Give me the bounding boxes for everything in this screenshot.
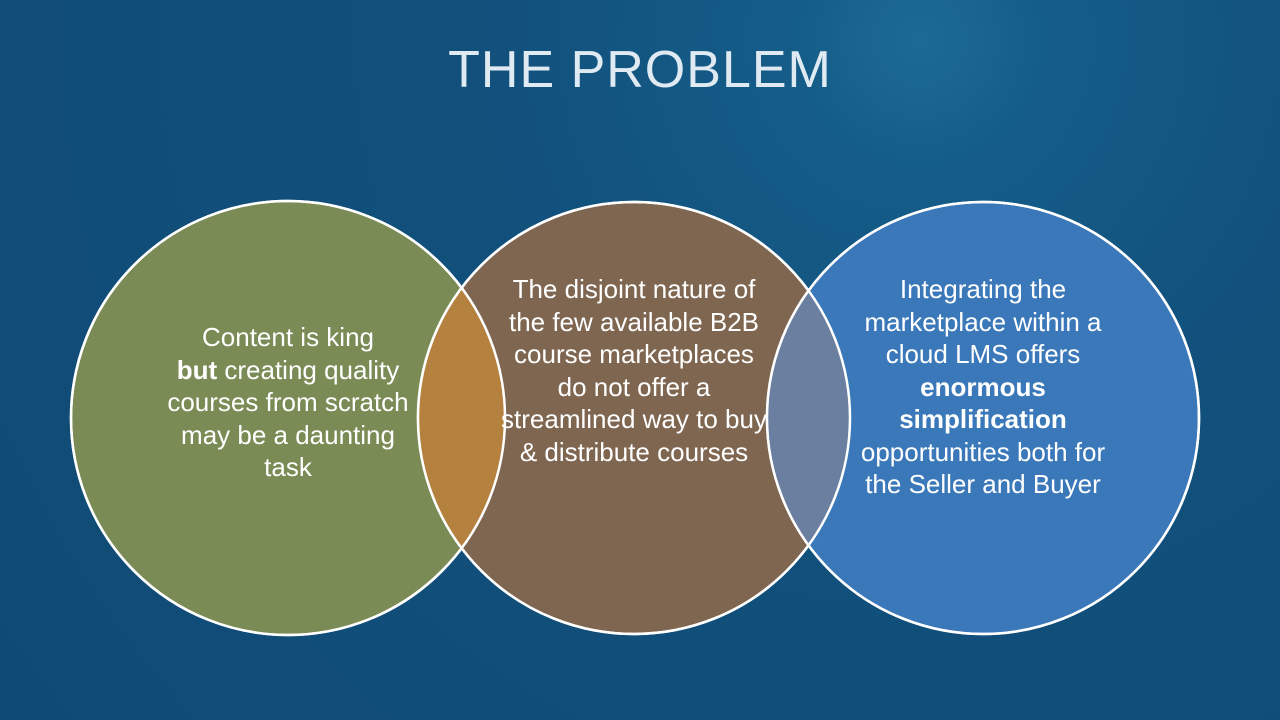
left-circle-text: Content is king but creating quality cou… (158, 321, 418, 484)
text-part: opportunities both for the Seller and Bu… (860, 436, 1106, 500)
right-circle-text: Integrating the marketplace within a clo… (852, 273, 1114, 501)
middle-circle-text: The disjoint nature of the few available… (501, 274, 767, 467)
bold-text: but (176, 354, 218, 385)
text-part: Content is king (202, 322, 374, 352)
text-part: Integrating the marketplace within a clo… (864, 274, 1102, 369)
text-part: creating quality courses from scratch ma… (167, 354, 409, 483)
circle-left-outline (69, 199, 507, 637)
bold-text: enormous simplification (899, 371, 1067, 435)
slide-title: THE PROBLEM (448, 41, 832, 99)
circle-middle-outline (416, 200, 852, 636)
circle-right-outline (765, 200, 1201, 636)
